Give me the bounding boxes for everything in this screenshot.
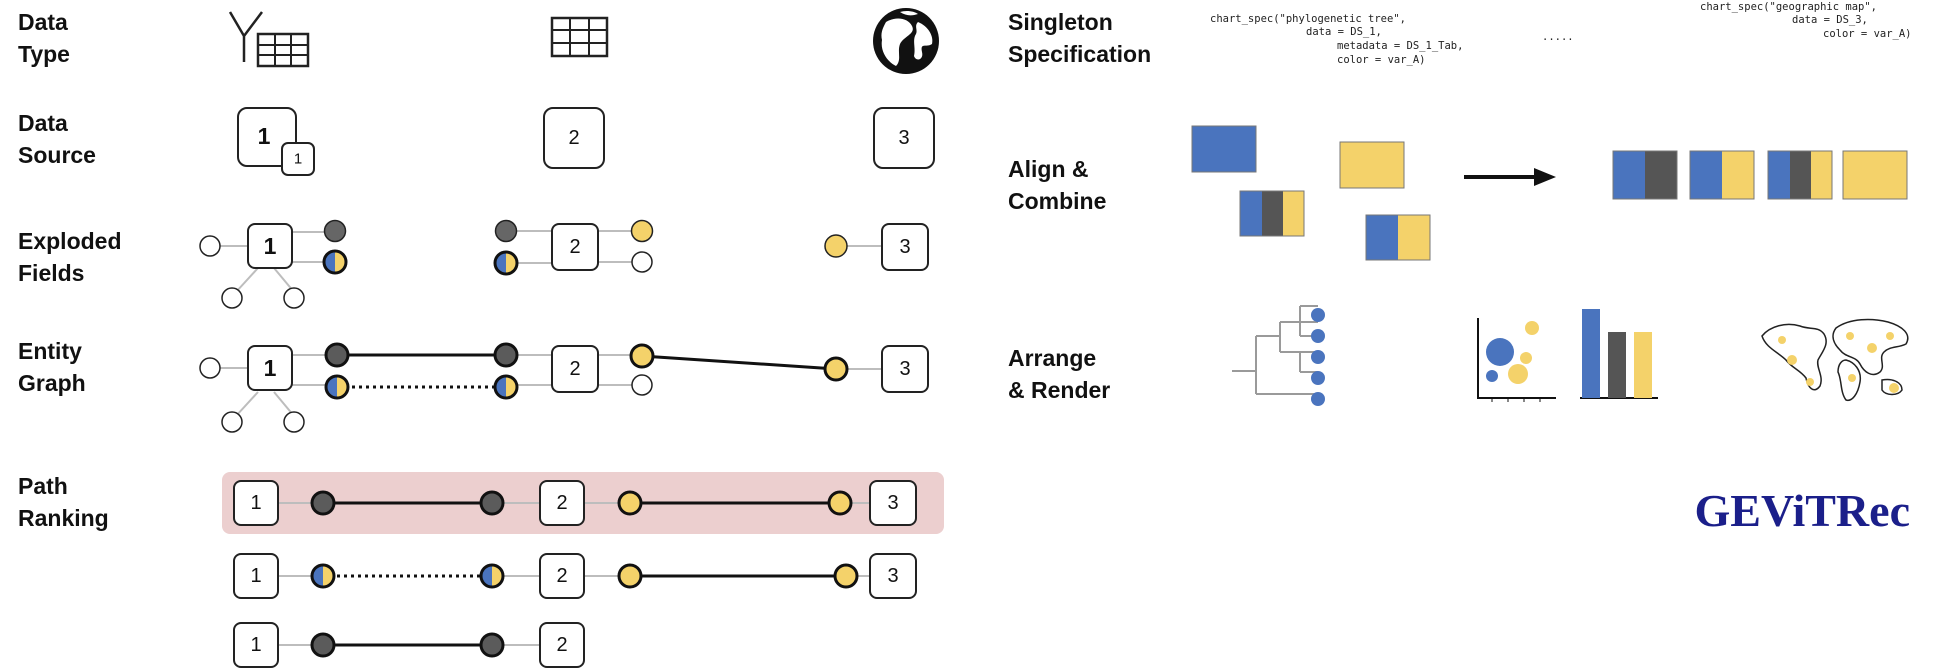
source-number: 1 (250, 565, 261, 587)
row-label-line: Combine (1008, 188, 1106, 214)
source-number: 2 (556, 492, 567, 514)
exploded-fields-source-3: 3 (824, 223, 929, 271)
source-number: 3 (899, 358, 910, 380)
row-label-singleton-specification: Singleton Specification (1008, 9, 1151, 67)
tree-table-icon (228, 11, 310, 68)
bar-chart-thumbnail (1580, 309, 1658, 399)
code-line: chart_spec("geographic map", (1700, 1, 1877, 13)
field-node (631, 374, 653, 396)
code-line: color = var_A) (1337, 54, 1426, 66)
row-label-line: Singleton (1008, 9, 1113, 35)
row-label-line: Arrange (1008, 345, 1096, 371)
row-label-line: Source (18, 142, 96, 168)
field-node (283, 287, 305, 309)
entity-graph: 1 2 3 (199, 342, 929, 433)
data-source-3: 3 (873, 107, 935, 169)
source-number: 2 (569, 236, 580, 258)
row-label-line: Fields (18, 260, 84, 286)
source-number: 1 (264, 233, 277, 259)
field-node (221, 411, 243, 433)
path-ranking-second: 1 2 3 (233, 553, 917, 599)
source-number: 2 (556, 634, 567, 656)
field-node-yellow (630, 219, 654, 243)
row-label-line: Path (18, 473, 68, 499)
exploded-fields-source-2: 2 (493, 219, 654, 276)
graph-edge (641, 354, 837, 371)
graph-node-gray (324, 342, 350, 368)
row-label-arrange-render: Arrange & Render (1008, 345, 1110, 403)
row-label-line: Exploded (18, 228, 122, 254)
row-label-line: Data (18, 9, 68, 35)
field-node (199, 357, 221, 379)
graph-node-split (324, 374, 350, 400)
code-line: color = var_A) (1823, 28, 1912, 40)
row-label-line: & Render (1008, 377, 1110, 403)
row-label-align-combine: Align & Combine (1008, 156, 1106, 214)
source-number: 3 (887, 565, 898, 587)
spec-ellipsis: ..... (1542, 31, 1574, 43)
code-line: data = DS_1, (1306, 26, 1382, 38)
code-line: chart_spec("phylogenetic tree", (1210, 13, 1406, 25)
data-source-2: 2 (543, 107, 605, 169)
world-map-thumbnail (1761, 318, 1909, 402)
table-icon (550, 16, 609, 58)
source-number: 1 (250, 634, 261, 656)
field-node-split (493, 250, 519, 276)
path-ranking-top: 1 2 3 (222, 472, 944, 534)
graph-node-split (493, 374, 519, 400)
field-node-gray (494, 219, 518, 243)
spec-code-geographic: chart_spec("geographic map", data = DS_3… (1700, 1, 1912, 40)
spec-code-phylogenetic: chart_spec("phylogenetic tree", data = D… (1210, 13, 1463, 66)
brand-logo-text: GEViTRec (1695, 485, 1911, 536)
row-label-data-type: Data Type (18, 9, 70, 67)
row-label-line: Align & (1008, 156, 1089, 182)
row-label-path-ranking: Path Ranking (18, 473, 109, 531)
row-label-line: Graph (18, 370, 86, 396)
row-label-data-source: Data Source (18, 110, 96, 168)
code-line: data = DS_3, (1792, 14, 1868, 26)
field-node-yellow (824, 234, 848, 258)
row-label-exploded-fields: Exploded Fields (18, 228, 122, 286)
field-node (199, 235, 221, 257)
exploded-fields-source-1: 1 (199, 219, 348, 309)
row-label-line: Entity (18, 338, 82, 364)
combined-block (1239, 190, 1305, 237)
source-number: 2 (556, 565, 567, 587)
graph-node-yellow (823, 356, 849, 382)
field-node-gray (323, 219, 347, 243)
graph-node-gray (493, 342, 519, 368)
field-node-split (322, 249, 348, 275)
source-number: 3 (898, 127, 909, 149)
source-number: 3 (887, 492, 898, 514)
arrow-icon (1464, 168, 1556, 186)
row-label-line: Data (18, 110, 68, 136)
data-source-1: 1 1 (237, 107, 315, 176)
source-number: 1 (264, 355, 277, 381)
source-number: 3 (899, 236, 910, 258)
field-node (283, 411, 305, 433)
source-number: 2 (569, 358, 580, 380)
field-node (631, 251, 653, 273)
align-combine-inputs (1191, 125, 1431, 261)
phylogenetic-tree-thumbnail (1232, 305, 1325, 406)
path-ranking-third: 1 2 (233, 622, 585, 668)
source-number: 1 (258, 123, 271, 149)
source-number: 2 (568, 127, 579, 149)
code-line: metadata = DS_1_Tab, (1337, 40, 1463, 52)
row-label-entity-graph: Entity Graph (18, 338, 86, 396)
combined-block (1365, 214, 1431, 261)
field-node (221, 287, 243, 309)
row-label-line: Type (18, 41, 70, 67)
row-label-line: Ranking (18, 505, 109, 531)
row-label-line: Specification (1008, 41, 1151, 67)
globe-icon (873, 8, 939, 74)
graph-node-yellow (629, 343, 655, 369)
sub-source-number: 1 (294, 151, 302, 168)
source-number: 1 (250, 492, 261, 514)
scatter-plot-thumbnail (1477, 318, 1556, 402)
align-combine-outputs (1612, 150, 1908, 200)
